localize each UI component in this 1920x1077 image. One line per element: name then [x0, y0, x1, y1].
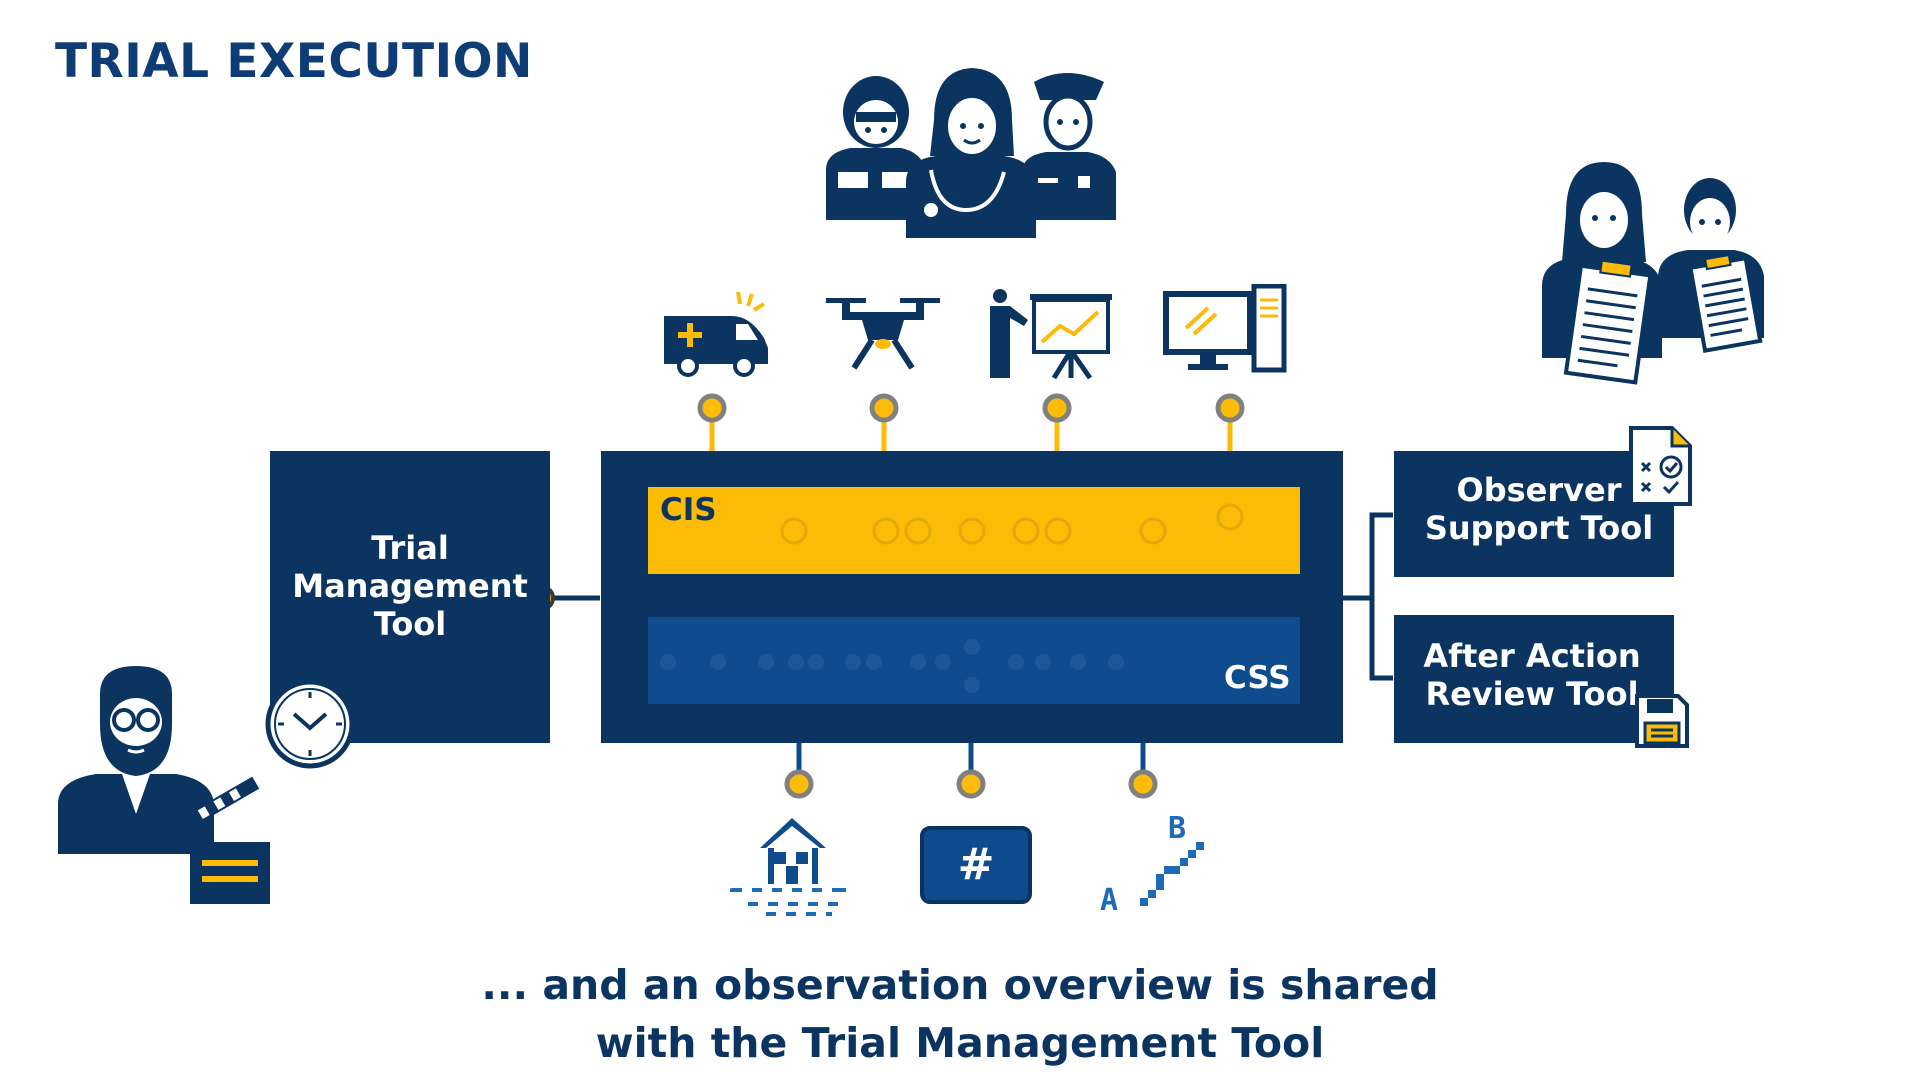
flooded-house-icon [730, 818, 846, 916]
firefighter-icon [826, 76, 926, 220]
page-title: TRIAL EXECUTION [55, 34, 533, 89]
computer-icon [1163, 284, 1287, 373]
css-label: CSS [1224, 660, 1291, 696]
observer-support-tool-label: Observer Support Tool [1424, 471, 1654, 547]
route-end-label: B [1168, 811, 1186, 846]
responders-group [826, 68, 1116, 238]
clock-icon [265, 679, 355, 769]
trial-management-tool-label: Trial Management Tool [292, 529, 528, 643]
clapperboard-icon [188, 776, 270, 904]
cis-bar [648, 487, 1300, 574]
floppy-disk-icon [1635, 694, 1689, 748]
police-officer-icon [1022, 73, 1116, 220]
drone-icon [826, 298, 940, 370]
after-action-review-tool-box [1394, 615, 1674, 743]
ambulance-icon [664, 291, 768, 377]
hashtag-icon: # [920, 826, 1032, 904]
cis-faint-nodes [780, 503, 1244, 545]
css-faint-nodes [660, 639, 1124, 693]
after-action-review-tool-label: After Action Review Tool [1423, 637, 1641, 713]
route-icon: A B [1100, 811, 1204, 916]
doctor-icon [906, 68, 1036, 238]
checklist-icon [1629, 426, 1692, 506]
caption-line-1: ... and an observation overview is share… [481, 961, 1439, 1009]
route-start-label: A [1100, 883, 1118, 916]
cis-label: CIS [660, 492, 717, 528]
caption-line-2: with the Trial Management Tool [595, 1019, 1325, 1068]
caption: ... and an observation overview is share… [0, 956, 1920, 1072]
director-icon [58, 666, 270, 904]
observers-icon [1542, 162, 1764, 385]
presentation-icon [990, 289, 1112, 380]
observer-support-tool-box [1394, 451, 1674, 577]
